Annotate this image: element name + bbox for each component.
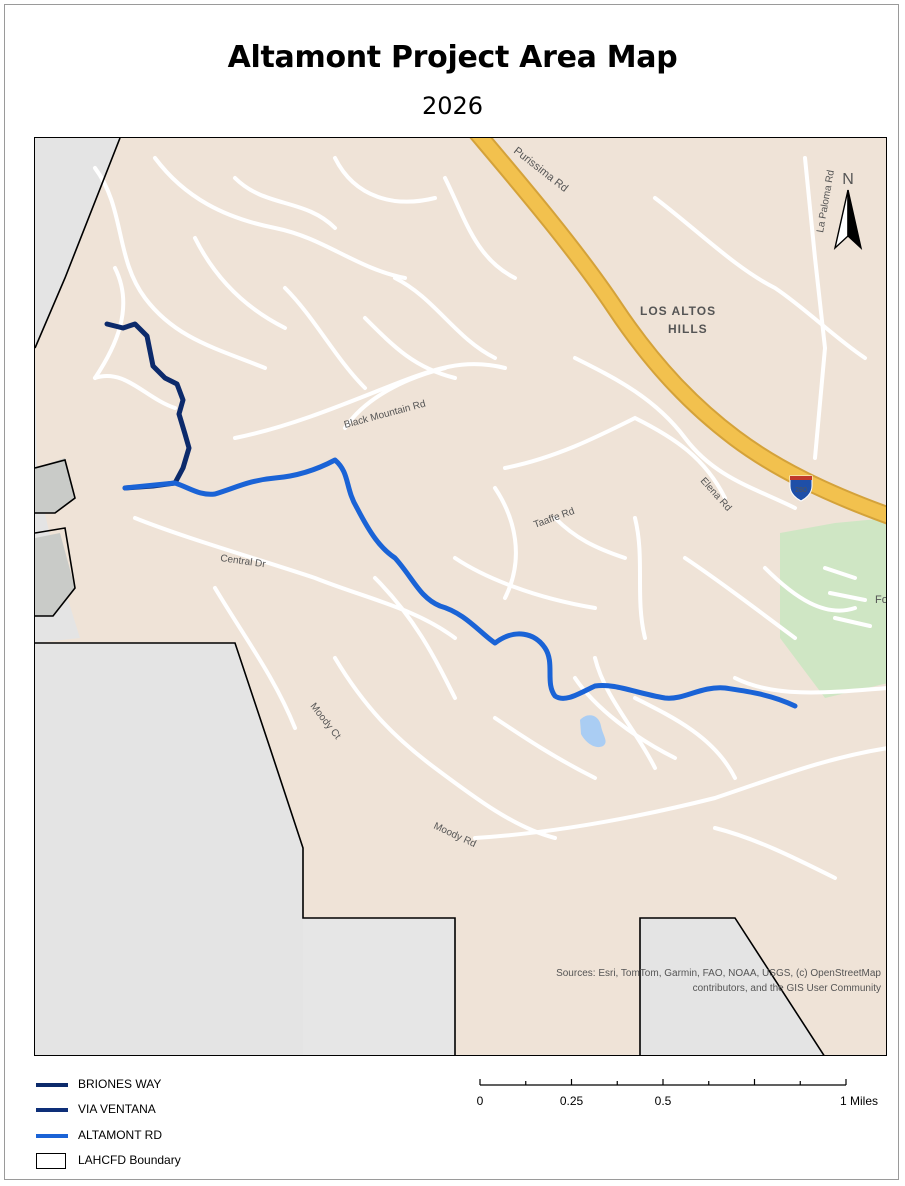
- label-fo: Fo: [875, 594, 887, 606]
- attribution-line-2: contributors, and the GIS User Community: [693, 983, 881, 994]
- scale-bar-labels: 0 0.25 0.5 1 Miles: [477, 1094, 878, 1108]
- label-los-altos: LOS ALTOS: [640, 304, 716, 318]
- scale-bar-label: 1 Miles: [840, 1094, 878, 1108]
- legend-item-altamont-rd: ALTAMONT RD: [34, 1127, 294, 1145]
- legend-label-briones-way: BRIONES WAY: [78, 1077, 162, 1091]
- svg-text:280: 280: [795, 487, 807, 494]
- route-altamont-rd[interactable]: [122, 457, 798, 709]
- legend-swatch-briones-way: [36, 1083, 68, 1087]
- interstate-280-shield: 280: [789, 475, 813, 502]
- dark-gray-parcel-2: [35, 533, 75, 616]
- svg-text:N: N: [842, 171, 854, 188]
- legend-swatch-altamont-rd: [36, 1134, 68, 1138]
- route-briones-way[interactable]: [104, 321, 192, 486]
- scale-bar: 0 0.25 0.5 1 Miles: [470, 1075, 890, 1115]
- street-network: [93, 156, 886, 880]
- pond: [580, 715, 606, 748]
- scale-bar-label: 0.25: [560, 1094, 584, 1108]
- dark-gray-parcel: [35, 458, 75, 513]
- map-canvas[interactable]: Purissima Rd La Paloma Rd LOS ALTOS HILL…: [35, 138, 887, 1056]
- scale-bar-graduations: [479, 1079, 847, 1086]
- scale-bar-label: 0.5: [655, 1094, 672, 1108]
- legend-item-lahcfd-boundary: LAHCFD Boundary: [34, 1152, 294, 1170]
- label-hills: HILLS: [668, 322, 708, 336]
- outside-area-southeast: [640, 918, 824, 1055]
- north-arrow-icon: N: [833, 171, 863, 251]
- legend-swatch-via-ventana: [36, 1108, 68, 1112]
- legend-label-via-ventana: VIA VENTANA: [78, 1102, 156, 1116]
- legend-item-briones-way: BRIONES WAY: [34, 1076, 294, 1094]
- map-subtitle: 2026: [421, 92, 484, 120]
- outside-area-south: [303, 918, 455, 1055]
- park-area: [780, 518, 886, 698]
- map-title: Altamont Project Area Map: [227, 40, 678, 75]
- legend-item-via-ventana: VIA VENTANA: [34, 1101, 294, 1119]
- map-frame[interactable]: Purissima Rd La Paloma Rd LOS ALTOS HILL…: [34, 137, 887, 1056]
- outside-area-southwest: [35, 643, 303, 1055]
- legend-label-altamont-rd: ALTAMONT RD: [78, 1128, 163, 1142]
- legend-label-lahcfd-boundary: LAHCFD Boundary: [78, 1153, 181, 1167]
- legend-swatch-lahcfd-boundary: [36, 1153, 66, 1169]
- lahcfd-boundary-line: [35, 138, 825, 1055]
- attribution-line-1: Sources: Esri, TomTom, Garmin, FAO, NOAA…: [556, 968, 881, 979]
- scale-bar-label: 0: [477, 1094, 484, 1108]
